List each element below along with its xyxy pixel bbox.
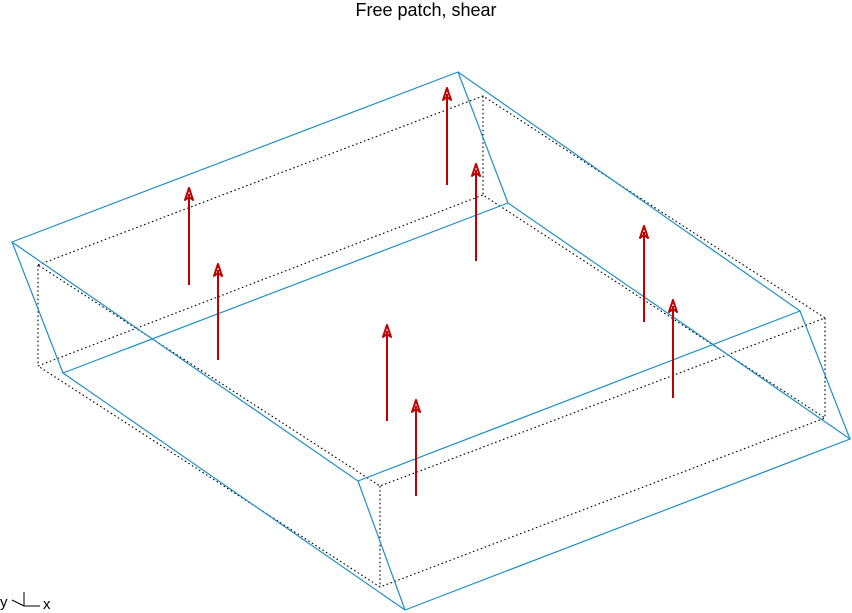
force-arrow [639,225,649,322]
deformed-edge [357,480,406,611]
force-arrow [442,87,452,185]
force-arrow [668,299,678,398]
undeformed-bottom-face [37,194,827,588]
deformed-box [10,71,852,611]
undeformed-top-face [37,95,827,487]
deformed-edge [11,241,64,374]
force-arrow [184,187,194,285]
force-arrow [382,324,392,421]
axes-triad-icon [11,592,40,607]
force-arrow [213,263,223,360]
force-arrows [184,87,678,496]
y-axis-label: y [0,594,8,611]
force-arrow [411,399,421,496]
deformed-edge [457,71,509,204]
x-axis-label: x [43,596,51,613]
force-arrow [471,163,481,261]
deformed-edge [799,310,851,440]
figure-title: Free patch, shear [355,0,497,20]
